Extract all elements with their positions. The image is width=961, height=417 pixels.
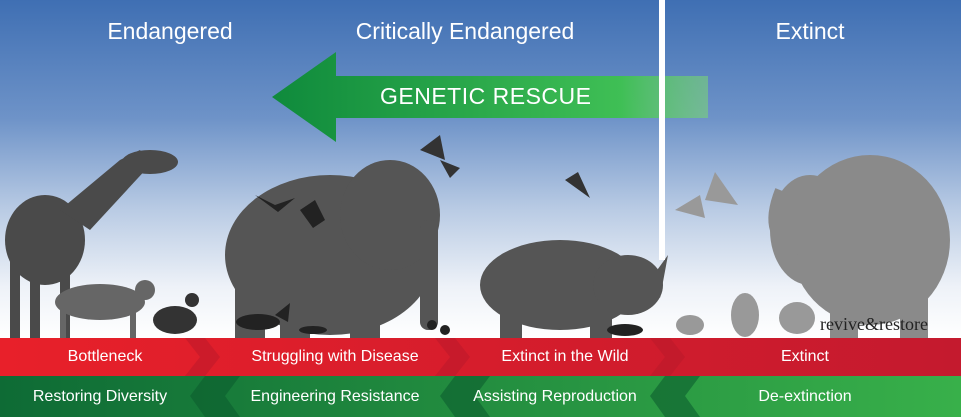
green-chevrons bbox=[190, 376, 700, 417]
mammoth-silhouette bbox=[768, 155, 950, 338]
bat-silhouettes bbox=[255, 195, 325, 228]
vulture-silhouette bbox=[153, 293, 199, 334]
solution-engineering-resistance: Engineering Resistance bbox=[250, 387, 420, 405]
solution-restoring-diversity: Restoring Diversity bbox=[32, 387, 168, 405]
header-critically-endangered: Critically Endangered bbox=[355, 18, 575, 44]
stage-extinct-in-the-wild: Extinct in the Wild bbox=[501, 348, 629, 365]
revive-restore-logo: revive&restore bbox=[820, 314, 928, 334]
threat-stages-band: Bottleneck Struggling with Disease Extin… bbox=[0, 338, 961, 376]
extinction-divider bbox=[659, 0, 665, 260]
solution-assisting-reproduction: Assisting Reproduction bbox=[473, 387, 637, 405]
bird-silhouettes bbox=[420, 135, 590, 198]
ferret-silhouette bbox=[299, 326, 327, 334]
stage-struggling-with-disease: Struggling with Disease bbox=[251, 348, 419, 365]
solutions-band: Restoring Diversity Engineering Resistan… bbox=[0, 376, 961, 417]
header-extinct: Extinct bbox=[775, 18, 845, 44]
stage-bottleneck: Bottleneck bbox=[67, 348, 143, 365]
red-chevrons bbox=[185, 338, 685, 376]
header-endangered: Endangered bbox=[107, 18, 233, 44]
small-animal-silhouettes bbox=[427, 320, 643, 336]
stage-extinct: Extinct bbox=[780, 348, 829, 365]
solution-de-extinction: De-extinction bbox=[758, 387, 852, 405]
cheetah-silhouette bbox=[55, 280, 155, 338]
animal-silhouettes bbox=[5, 52, 950, 338]
rhino-silhouette bbox=[480, 240, 668, 338]
genetic-rescue-arrow bbox=[272, 52, 708, 142]
elephant-silhouette bbox=[225, 160, 440, 338]
genetic-rescue-label: GENETIC RESCUE bbox=[380, 83, 592, 109]
fox-silhouette bbox=[236, 303, 290, 330]
extinct-bird-silhouettes bbox=[675, 172, 815, 337]
scene: Endangered Critically Endangered Extinct… bbox=[0, 0, 961, 338]
